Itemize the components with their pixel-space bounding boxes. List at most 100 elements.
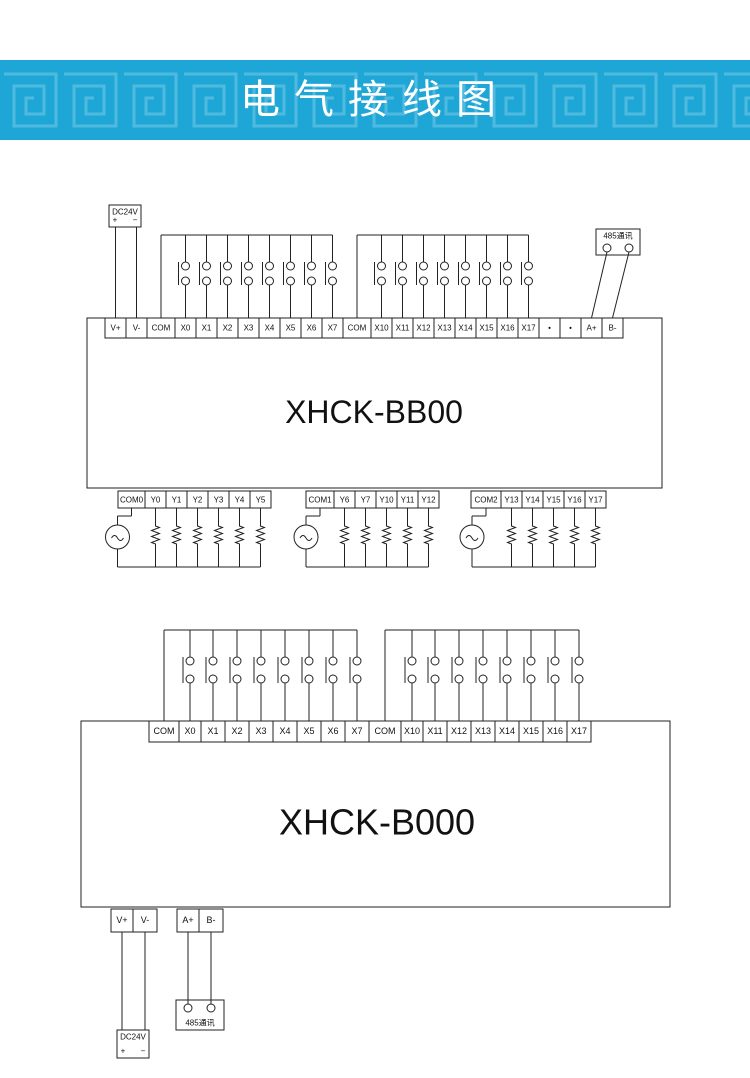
contact-circle — [304, 656, 314, 666]
terminal-x5: X5 — [296, 720, 322, 743]
load-resistor-icon — [548, 522, 559, 548]
terminal-label: X2 — [223, 324, 233, 333]
terminal-dot: • — [559, 317, 582, 339]
terminal-label: X5 — [303, 726, 314, 736]
contact-circle — [307, 276, 316, 286]
contact-circle — [307, 261, 316, 271]
switch-contact — [416, 261, 428, 286]
switch-contact — [571, 656, 584, 684]
terminal-label: X10 — [404, 726, 420, 736]
terminal-v: V- — [125, 317, 148, 339]
terminal-label: X7 — [351, 726, 362, 736]
terminal-com: COM — [148, 720, 180, 743]
terminal-label: COM — [152, 324, 171, 333]
resistor-path — [506, 522, 517, 548]
terminal-x7: X7 — [321, 317, 344, 339]
terminal-x4: X4 — [272, 720, 298, 743]
contact-circle — [407, 674, 417, 684]
resistor-path — [360, 522, 371, 548]
ac-source-icon — [293, 524, 319, 550]
terminal-label: COM — [154, 726, 175, 736]
load-resistor-icon — [590, 522, 601, 548]
terminal-label: X4 — [279, 726, 290, 736]
terminal-y12: Y12 — [417, 490, 440, 509]
terminal-y3: Y3 — [207, 490, 230, 509]
terminal-label: Y16 — [567, 496, 582, 505]
ac-source-circle — [105, 524, 130, 550]
contact-circle — [185, 656, 195, 666]
terminal-x2: X2 — [224, 720, 250, 743]
contact-circle — [478, 656, 488, 666]
switch-contact — [523, 656, 536, 684]
rs485-port-frame — [595, 228, 641, 256]
terminal-v: V+ — [104, 317, 127, 339]
terminal-y6: Y6 — [333, 490, 356, 509]
terminal-y17: Y17 — [584, 490, 607, 509]
terminal-label: X17 — [521, 324, 536, 333]
resistor-path — [339, 522, 350, 548]
terminal-label: X10 — [374, 324, 389, 333]
load-resistor-icon — [234, 522, 245, 548]
resistor-path — [548, 522, 559, 548]
contact-circle — [244, 261, 253, 271]
terminal-label: X16 — [547, 726, 563, 736]
terminal-y10: Y10 — [375, 490, 398, 509]
terminal-y16: Y16 — [563, 490, 586, 509]
terminal-x13: X13 — [470, 720, 496, 743]
terminal-b: B- — [601, 317, 624, 339]
contact-circle — [524, 276, 533, 286]
load-resistor-icon — [192, 522, 203, 548]
contact-circle — [223, 276, 232, 286]
contact-circle — [181, 276, 190, 286]
terminal-y13: Y13 — [500, 490, 523, 509]
contact-circle — [328, 261, 337, 271]
terminal-label: Y15 — [546, 496, 561, 505]
terminal-x17: X17 — [566, 720, 592, 743]
terminal-label: X15 — [479, 324, 494, 333]
load-resistor-icon — [402, 522, 413, 548]
switch-contact — [500, 261, 512, 286]
terminal-y1: Y1 — [165, 490, 188, 509]
contact-circle — [208, 674, 218, 684]
terminal-label: Y6 — [340, 496, 350, 505]
terminal-label: X15 — [523, 726, 539, 736]
wire-b-minus — [612, 251, 630, 319]
terminal-v: V+ — [110, 908, 134, 933]
terminal-label: B- — [207, 915, 216, 925]
contact-circle — [454, 656, 464, 666]
rs485-pin — [624, 243, 634, 253]
load-resistor-icon — [381, 522, 392, 548]
terminal-x4: X4 — [258, 317, 281, 339]
input-switch-bank — [356, 234, 533, 318]
load-resistor-icon — [360, 522, 371, 548]
rs485-port-frame — [175, 999, 225, 1031]
switch-contact — [277, 656, 290, 684]
contact-circle — [419, 276, 428, 286]
contact-circle — [482, 261, 491, 271]
terminal-x14: X14 — [494, 720, 520, 743]
terminal-x3: X3 — [237, 317, 260, 339]
load-resistor-icon — [150, 522, 161, 548]
ac-source-icon — [105, 524, 130, 550]
terminal-label: Y13 — [504, 496, 519, 505]
contact-circle — [550, 674, 560, 684]
terminal-com0: COM0 — [117, 490, 146, 509]
contact-circle — [430, 656, 440, 666]
switch-contact — [349, 656, 362, 684]
contact-circle — [280, 656, 290, 666]
switch-contact — [220, 261, 232, 286]
terminal-x11: X11 — [391, 317, 414, 339]
rs485-pin — [602, 243, 612, 253]
terminal-x3: X3 — [248, 720, 274, 743]
terminal-y7: Y7 — [354, 490, 377, 509]
terminal-label: V+ — [110, 324, 120, 333]
terminal-y5: Y5 — [249, 490, 272, 509]
switch-contact — [521, 261, 533, 286]
dc24v-supply: DC24V+− — [116, 1029, 150, 1059]
terminal-b: B- — [198, 908, 224, 933]
terminal-x14: X14 — [454, 317, 477, 339]
contact-circle — [430, 674, 440, 684]
